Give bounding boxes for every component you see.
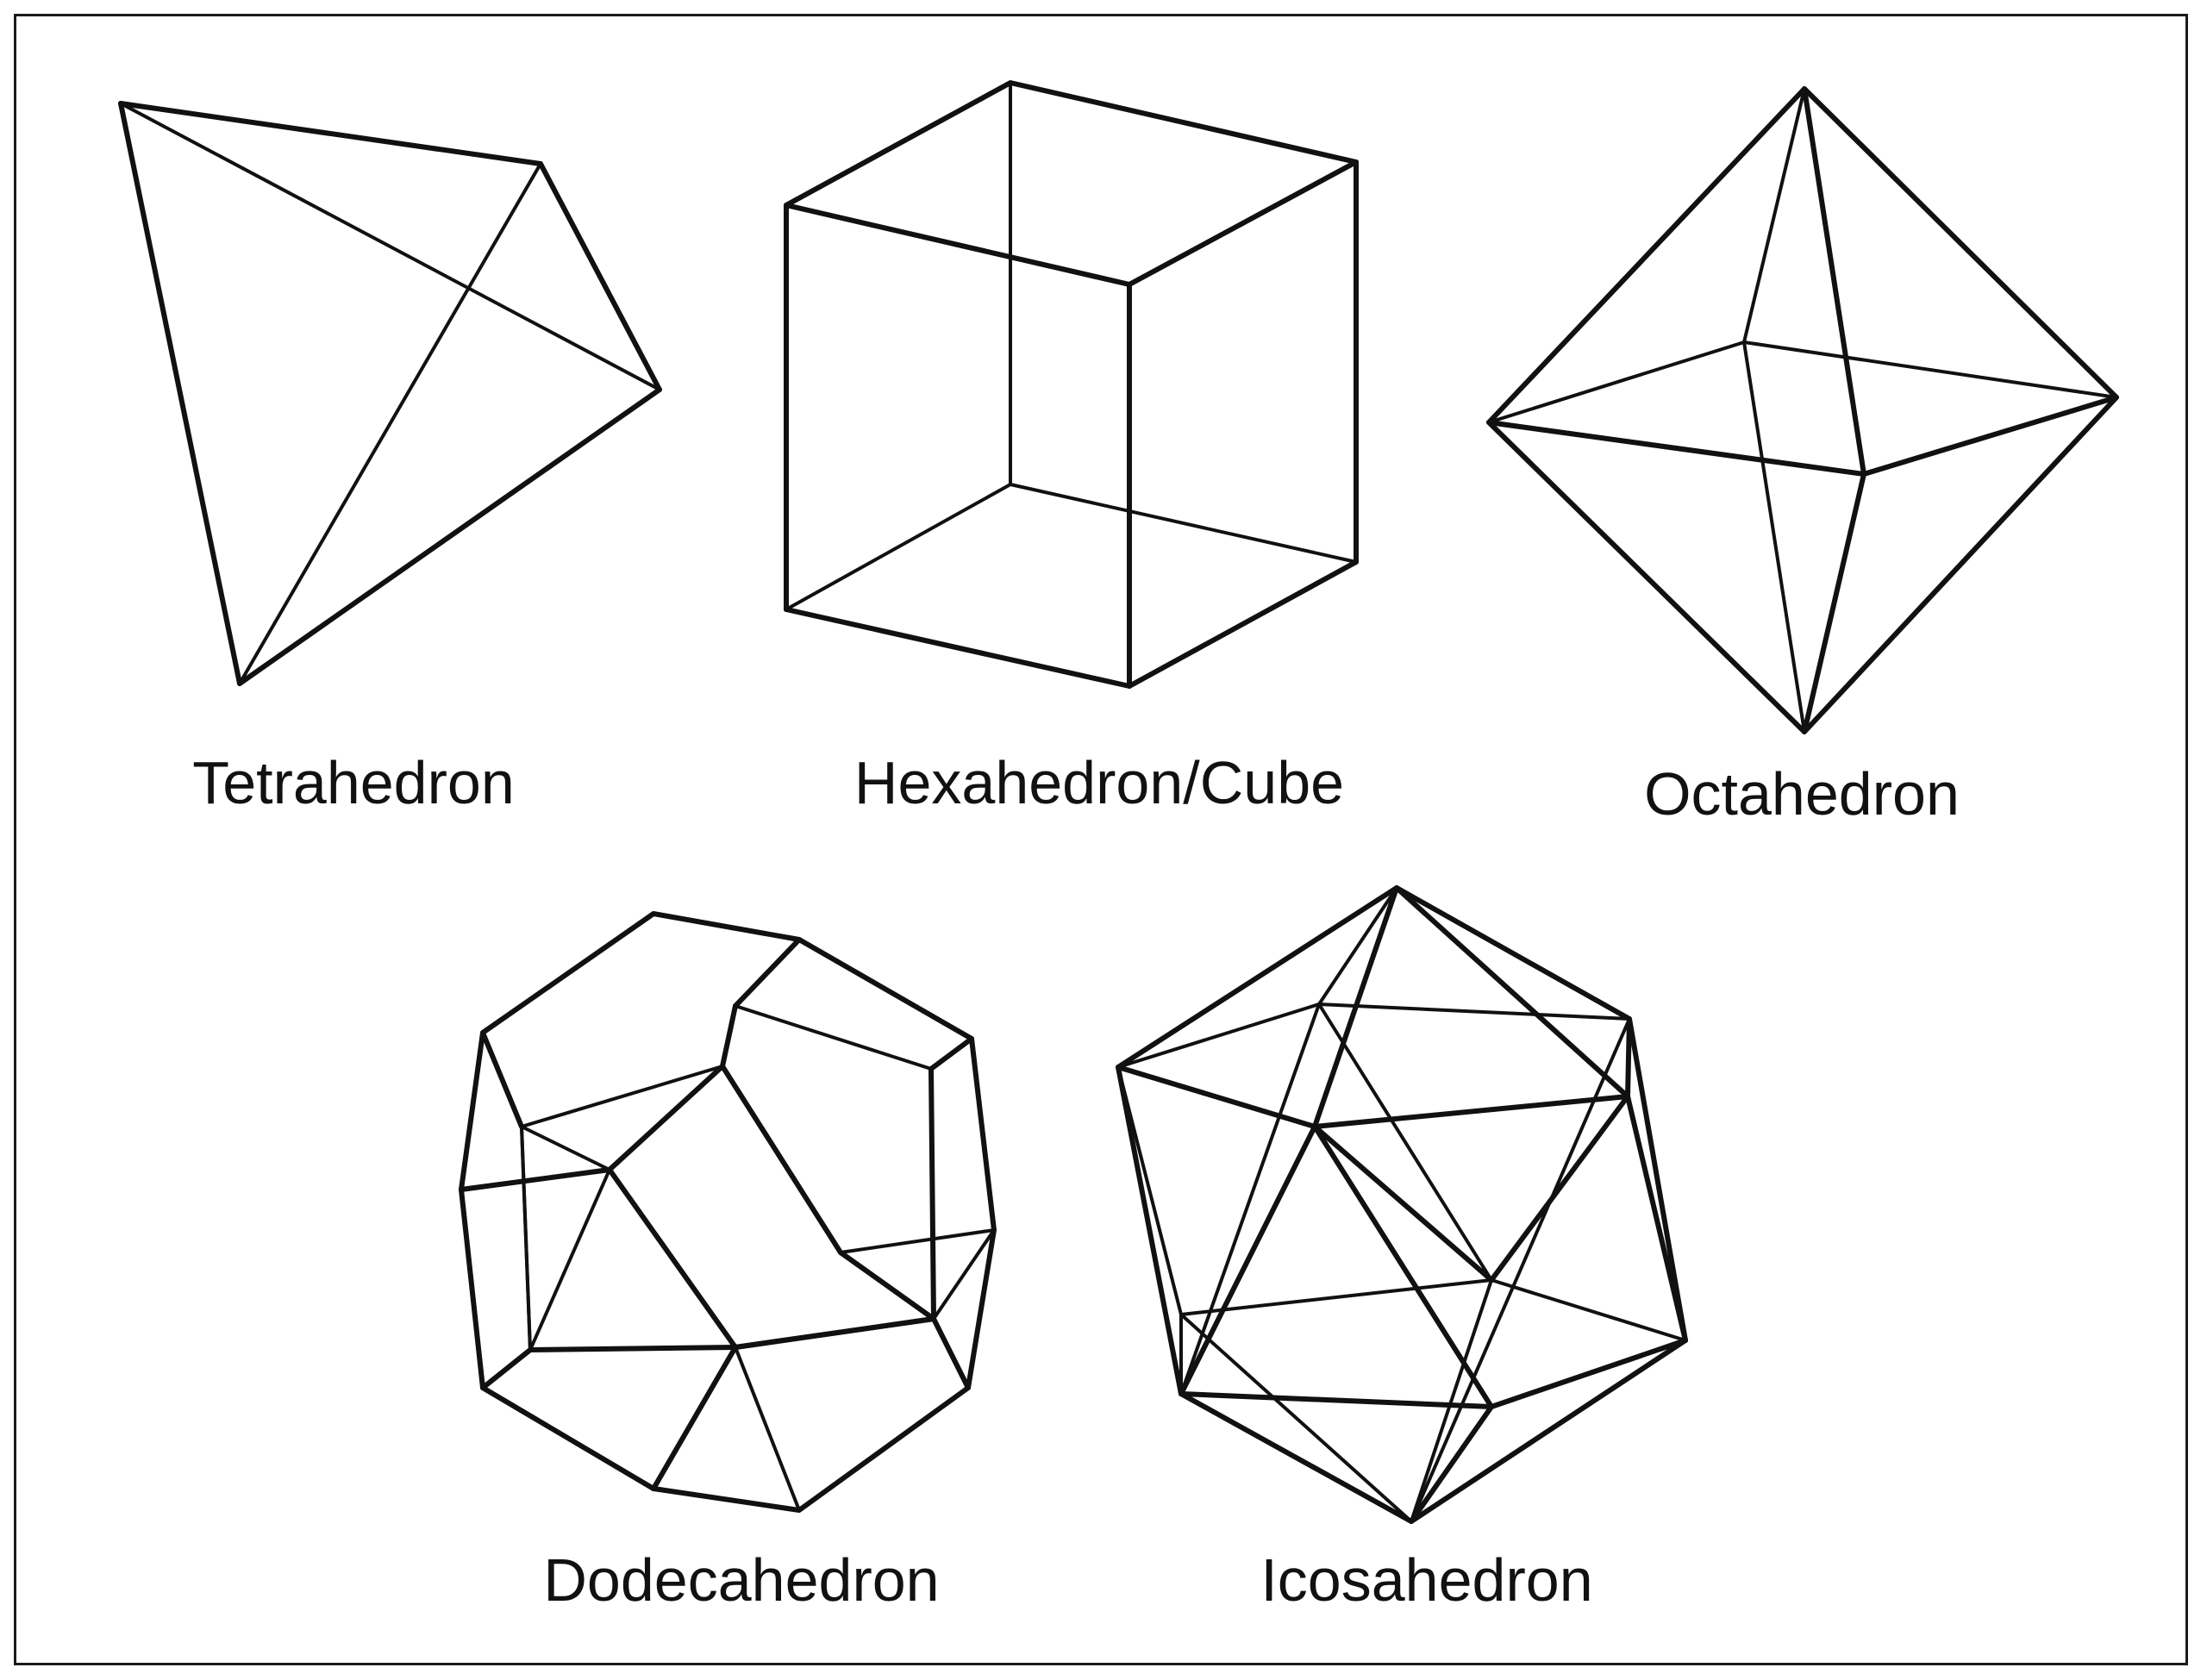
icosahedron-drawing: [1116, 885, 1688, 1524]
dodecahedron-label: Dodecahedron: [543, 1546, 939, 1614]
hexahedron-label: Hexahedron/Cube: [854, 749, 1344, 816]
icosahedron-label: Icosahedron: [1260, 1546, 1592, 1614]
tetrahedron-drawing: [118, 101, 662, 686]
figure-frame: [14, 14, 2188, 1665]
octahedron-label: Octahedron: [1644, 760, 1960, 828]
octahedron-drawing: [1486, 86, 2119, 734]
tetrahedron-label: Tetrahedron: [192, 749, 515, 816]
dodecahedron-drawing: [459, 911, 997, 1513]
hexahedron-drawing: [784, 80, 1359, 689]
